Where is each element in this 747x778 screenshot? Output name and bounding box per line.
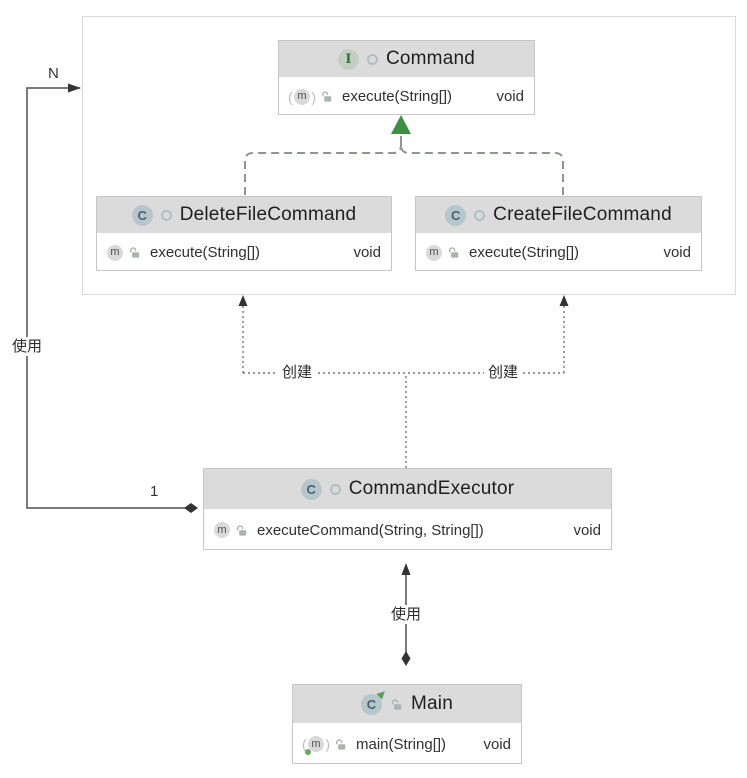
method-row[interactable]: m execute(String[]) void [279,79,534,114]
static-method-icon: m [302,736,330,755]
class-box-create-file-command[interactable]: C CreateFileCommand m execute(String[]) … [415,196,702,271]
method-return-type: void [496,88,524,105]
arrowhead-up-icon [559,295,569,306]
class-body-create-file-command: m execute(String[]) void [416,235,701,270]
static-dot-icon [305,749,311,755]
realization-edge[interactable] [244,115,564,195]
class-header-command-executor[interactable]: C CommandExecutor [204,469,611,511]
class-icon: C [300,478,322,500]
visibility-ring-icon [160,209,172,221]
class-name: CommandExecutor [348,478,515,499]
diamond-icon [401,651,411,666]
method-signature: main(String[]) [356,735,447,753]
create-dependency-edges[interactable] [238,295,569,468]
method-return-type: void [483,735,511,753]
runnable-class-icon: C [361,687,388,715]
diamond-icon [184,503,198,513]
method-return-type: void [663,244,691,261]
method-row[interactable]: m execute(String[]) void [416,235,701,270]
run-badge-icon [376,687,388,700]
class-box-main[interactable]: C Main m main(String[]) void [292,684,522,764]
class-body-delete-file-command: m execute(String[]) void [97,235,391,270]
class-body-command-executor: m executeCommand(String, String[]) void [204,511,611,549]
multiplicity-n-label: N [44,64,63,83]
visibility-ring-icon [329,483,341,495]
method-signature: execute(String[]) [342,88,453,105]
class-header-delete-file-command[interactable]: C DeleteFileCommand [97,197,391,235]
class-name: DeleteFileCommand [179,204,357,225]
method-signature: executeCommand(String, String[]) [257,521,484,539]
method-return-type: void [573,521,601,539]
class-icon: C [131,204,153,226]
unlock-icon [322,91,332,102]
class-name: Command [385,48,476,69]
class-header-command[interactable]: I Command [279,41,534,79]
multiplicity-1-label: 1 [146,482,163,501]
visibility-ring-icon [474,209,486,221]
abstract-method-icon: m [288,88,316,105]
class-box-command[interactable]: I Command m execute(String[]) void [278,40,535,115]
arrowhead-up-icon [401,563,411,575]
class-name: CreateFileCommand [493,204,672,225]
inheritance-triangle-icon [391,115,411,134]
method-icon: m [107,244,123,261]
unlock-icon [130,247,140,258]
class-box-command-executor[interactable]: C CommandExecutor m executeCommand(Strin… [203,468,612,550]
class-header-create-file-command[interactable]: C CreateFileCommand [416,197,701,235]
arrowhead-right-icon [68,83,81,93]
method-row[interactable]: m execute(String[]) void [97,235,391,270]
method-icon: m [214,522,230,538]
method-return-type: void [353,244,381,261]
unlock-icon [449,247,459,258]
class-body-command: m execute(String[]) void [279,79,534,114]
visibility-ring-icon [366,53,378,65]
method-signature: execute(String[]) [150,244,261,261]
class-box-delete-file-command[interactable]: C DeleteFileCommand m execute(String[]) … [96,196,392,271]
method-icon: m [426,244,442,261]
class-header-main[interactable]: C Main [293,685,521,725]
unlock-icon [237,524,247,536]
method-row[interactable]: m executeCommand(String, String[]) void [204,511,611,549]
class-name: Main [411,693,453,714]
unlock-icon [336,738,346,750]
interface-icon: I [337,48,359,70]
class-icon: C [445,204,467,226]
method-signature: execute(String[]) [469,244,580,261]
create-left-label: 创建 [278,363,317,382]
class-body-main: m main(String[]) void [293,725,521,763]
arrowhead-up-icon [238,295,248,306]
method-row[interactable]: m main(String[]) void [293,725,521,763]
aggregation-edge[interactable] [26,83,198,514]
unlock-icon [392,698,402,710]
create-right-label: 创建 [484,363,523,382]
use-main-label: 使用 [387,605,426,624]
use-edge-label: 使用 [8,337,47,356]
